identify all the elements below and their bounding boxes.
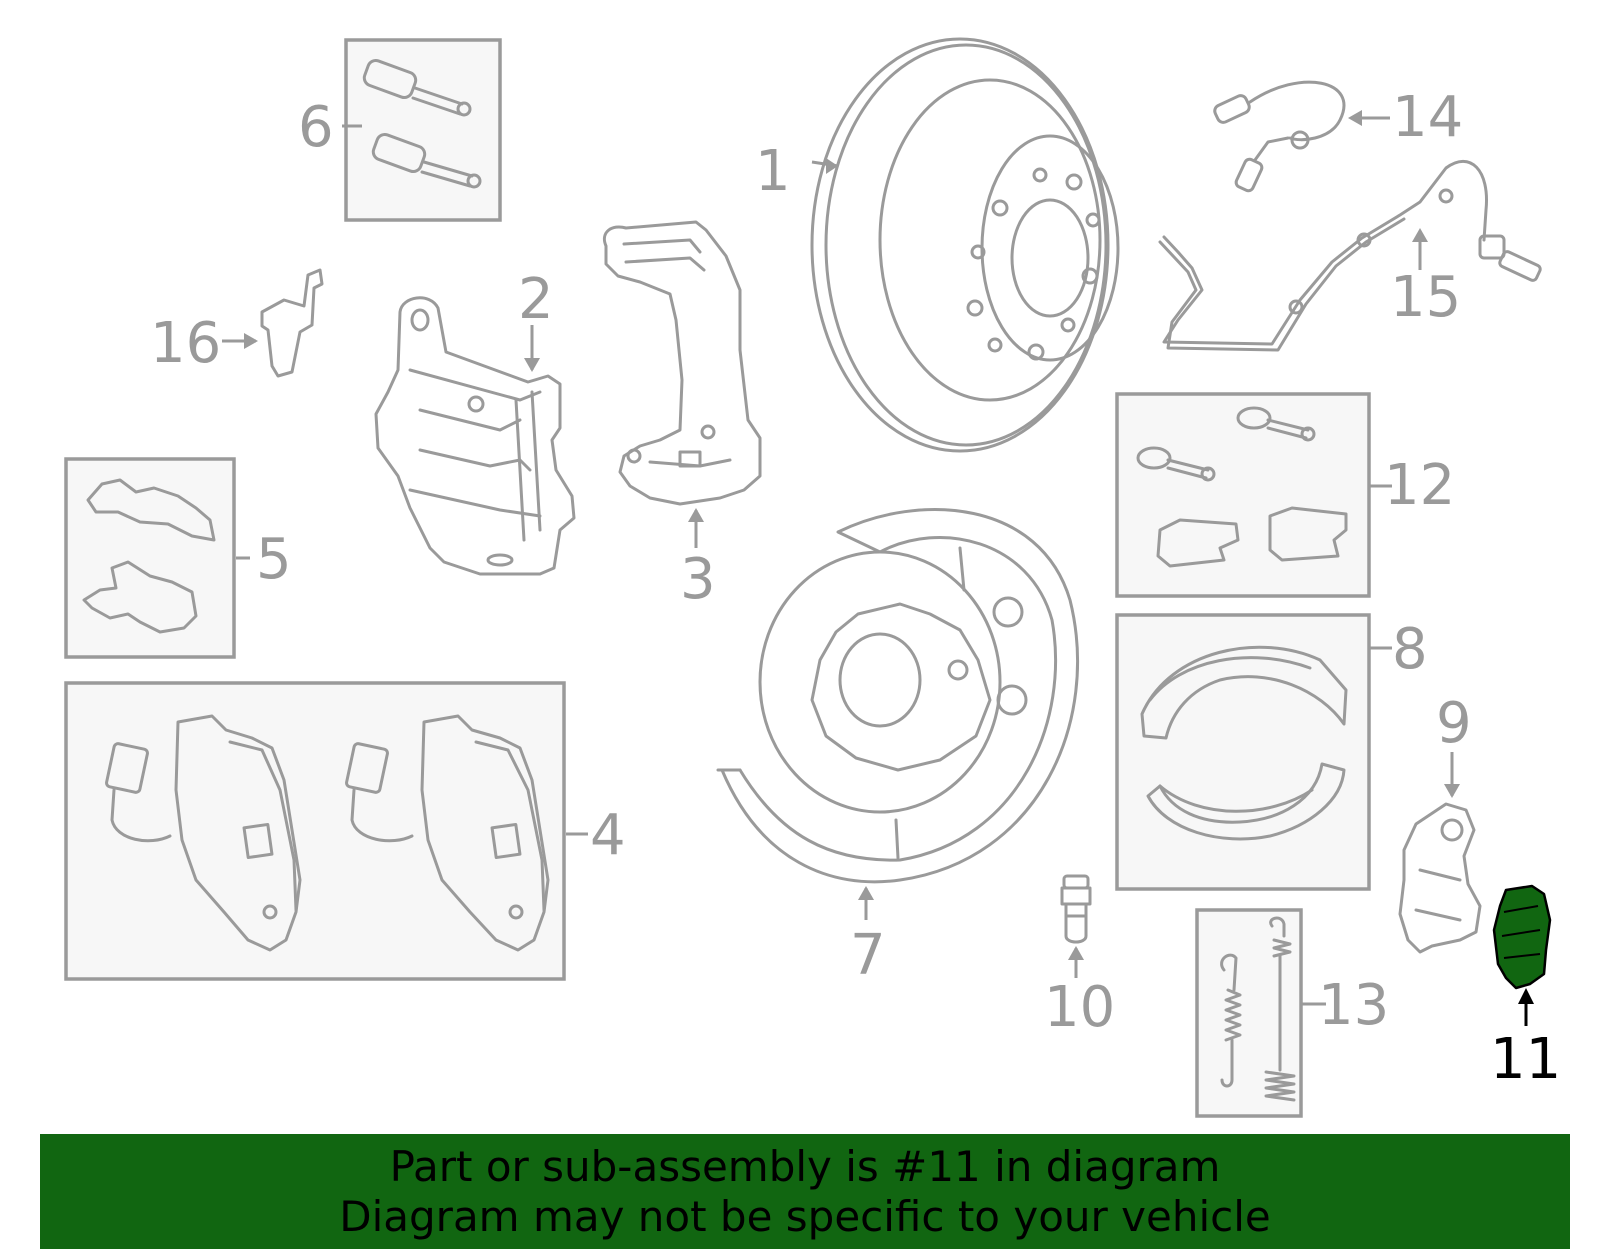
banner-line-1: Part or sub-assembly is #11 in diagram — [389, 1142, 1221, 1191]
callout-3: 3 — [680, 547, 716, 612]
pad-hardware-clips — [82, 478, 216, 634]
brake-rotor — [810, 37, 1120, 453]
sensor-bracket — [260, 268, 324, 378]
callout-5: 5 — [256, 527, 292, 592]
banner-line-2: Diagram may not be specific to your vehi… — [339, 1192, 1271, 1241]
callout-12: 12 — [1384, 453, 1455, 518]
callout-6: 6 — [298, 95, 334, 160]
parking-brake-shoes — [1140, 645, 1348, 841]
callout-7: 7 — [850, 923, 886, 988]
brake-caliper — [374, 296, 576, 576]
mounting-bolt — [1060, 874, 1092, 944]
splash-shield — [716, 508, 1079, 884]
info-banner: Part or sub-assembly is #11 in diagram D… — [40, 1134, 1570, 1249]
callout-10: 10 — [1044, 975, 1115, 1040]
return-springs — [1220, 916, 1296, 1102]
callout-9: 9 — [1436, 691, 1472, 756]
callout-8: 8 — [1392, 617, 1428, 682]
callout-13: 13 — [1318, 973, 1389, 1038]
caliper-bracket — [603, 220, 762, 506]
kit-box-6 — [344, 38, 502, 222]
callout-labels: 1 2 3 4 5 6 7 8 9 10 11 12 13 14 15 16 — [150, 85, 1561, 1092]
kit-box-12 — [1115, 392, 1371, 598]
callout-2: 2 — [518, 267, 554, 332]
callout-15: 15 — [1390, 265, 1461, 330]
kit-box-8 — [1115, 613, 1371, 891]
hardware-kit — [1136, 406, 1348, 568]
callout-4: 4 — [590, 803, 626, 868]
guide-pin-set — [362, 58, 482, 189]
actuator-bracket — [1398, 802, 1482, 954]
callout-16: 16 — [150, 311, 221, 376]
highlighted-part-11 — [1492, 884, 1552, 990]
callout-11: 11 — [1490, 1027, 1561, 1092]
callout-14: 14 — [1392, 85, 1463, 150]
callout-1: 1 — [755, 139, 791, 204]
brake-pad-set — [105, 714, 550, 952]
wear-sensor — [1213, 80, 1346, 193]
leader-lines — [222, 110, 1534, 1026]
abs-sensor — [1158, 160, 1542, 352]
